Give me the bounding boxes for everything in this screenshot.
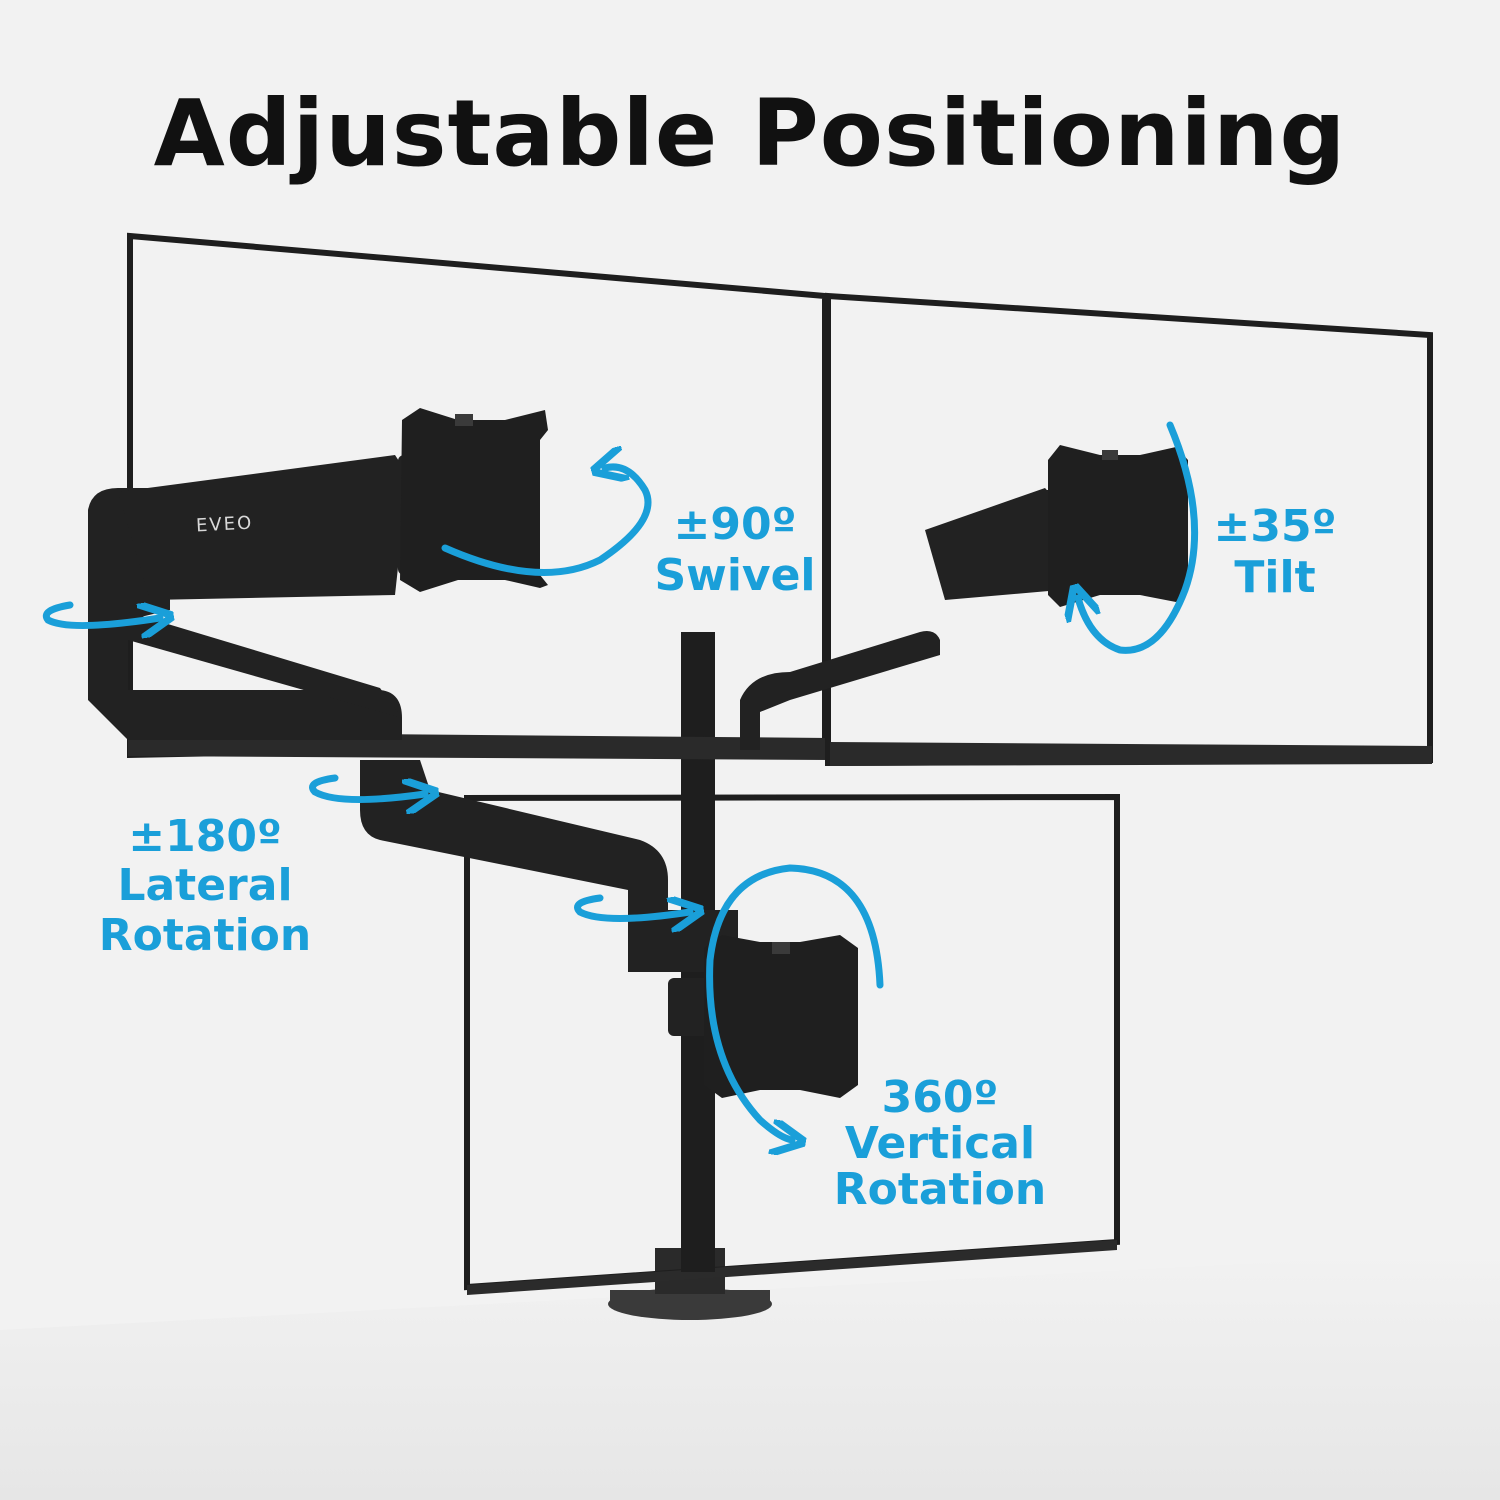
vesa-plate-right — [1048, 445, 1188, 607]
vertical-line1: Vertical — [844, 1118, 1036, 1170]
swivel-value: ±90º — [673, 499, 797, 550]
vertical-line2: Rotation — [833, 1164, 1047, 1216]
brand-logo: EVEO — [195, 512, 254, 537]
lateral-value: ±180º — [128, 811, 282, 862]
swivel-label: ±90º Swivel — [640, 499, 830, 601]
tilt-label: ±35º Tilt — [1200, 501, 1350, 603]
desk-surface — [0, 1250, 1500, 1500]
vesa-plate-bottom — [704, 935, 858, 1098]
swivel-name: Swivel — [654, 549, 816, 601]
lateral-rotation-arrow-icon — [42, 605, 690, 919]
vertical-value: 360º — [881, 1072, 999, 1123]
lateral-line1: Lateral — [117, 860, 293, 912]
vertical-rotation-label: 360º Vertical Rotation — [820, 1072, 1060, 1216]
left-gas-spring — [118, 455, 408, 600]
right-gas-spring — [925, 488, 1065, 600]
lateral-line2: Rotation — [98, 909, 312, 961]
vertical-rotation-arrow-icon — [706, 864, 884, 1140]
headline: Adjustable Positioning — [153, 80, 1347, 187]
left-arm — [88, 455, 420, 740]
lateral-rotation-label: ±180º Lateral Rotation — [80, 812, 330, 960]
tilt-value: ±35º — [1213, 501, 1337, 552]
swivel-arrow-icon — [441, 467, 652, 576]
tilt-arrow-icon — [1078, 421, 1199, 654]
vesa-plate-left — [400, 408, 548, 592]
tilt-name: Tilt — [1234, 551, 1316, 603]
